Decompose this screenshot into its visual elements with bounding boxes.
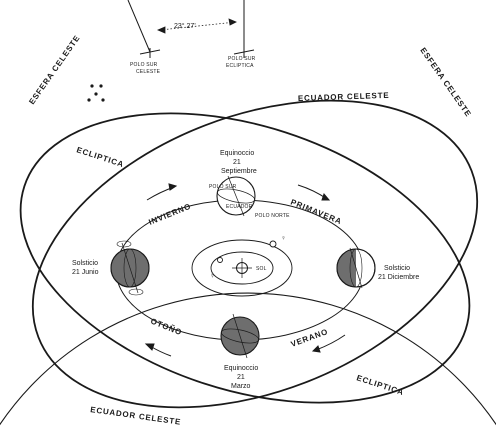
season-summer-label: VERANO <box>290 327 330 349</box>
equinox-mar-caption-2: 21 <box>237 374 245 381</box>
equinox-sep-caption-2: 21 <box>233 159 241 166</box>
celestial-sphere-label-right: ESFERA CELESTE <box>418 46 473 119</box>
mercury-planet <box>217 257 223 263</box>
venus-symbol: ♀ <box>281 235 286 242</box>
celestial-equator-label-bottom: ECUADOR CELESTE <box>90 405 182 427</box>
season-winter-label: INVIERNO <box>147 202 192 227</box>
equinox-mar-caption-3: Marzo <box>231 383 251 390</box>
venus-orbit <box>191 239 293 297</box>
season-autumn-label: OTOÑO <box>149 317 183 338</box>
angle-label: 23° 27' <box>174 22 196 30</box>
star-cluster <box>87 84 105 102</box>
earth-december-solstice <box>336 247 376 289</box>
sun-label: SOL <box>256 266 267 272</box>
earth-june-solstice <box>110 240 150 296</box>
earth-north-pole-label: POLO NORTE <box>255 213 290 219</box>
south-celestial-pole-label-2: CELESTE <box>136 69 161 75</box>
mercury-symbol: ☿ <box>210 273 215 280</box>
south-celestial-pole-label-1: POLO SUR <box>130 62 158 68</box>
earth-march-equinox <box>220 313 260 359</box>
celestial-equator-label-top: ECUADOR CELESTE <box>298 91 390 103</box>
solstice-jun-caption-1: Solsticio <box>72 260 98 267</box>
orbit-direction-arrows <box>144 183 346 357</box>
equinox-sep-caption-1: Equinoccio <box>220 150 254 157</box>
mercury-orbit <box>210 251 274 285</box>
ecliptic-label-right: ECLIPTICA <box>355 373 405 397</box>
angle-indicator <box>156 18 237 34</box>
ecliptic-label-left: ECLIPTICA <box>75 145 125 169</box>
solstice-dec-caption-1: Solsticio <box>384 265 410 272</box>
earth-south-pole-label: POLO SUR <box>209 184 237 190</box>
south-ecliptic-pole-label-1: POLO SUR <box>228 56 256 62</box>
celestial-sphere-label-left: ESFERA CELESTE <box>27 33 82 106</box>
solstice-dec-caption-2: 21 Diciembre <box>378 274 419 281</box>
venus-planet <box>269 240 277 248</box>
solstice-jun-caption-2: 21 Junio <box>72 269 99 276</box>
ecliptic-ellipse <box>19 112 471 404</box>
south-celestial-pole-marker <box>127 0 161 58</box>
celestial-equator-ellipse <box>31 99 479 409</box>
season-spring-label: PRIMAVERA <box>289 198 343 227</box>
earth-equator-label: ECUADOR <box>226 204 253 210</box>
earth-september-equinox <box>216 175 256 217</box>
south-ecliptic-pole-marker <box>233 0 255 58</box>
sun <box>232 258 252 278</box>
equinox-sep-caption-3: Septiembre <box>221 168 257 175</box>
south-ecliptic-pole-label-2: ECLIPTICA <box>226 63 254 69</box>
celestial-sphere-outline <box>0 292 496 426</box>
equinox-mar-caption-1: Equinoccio <box>224 365 258 372</box>
